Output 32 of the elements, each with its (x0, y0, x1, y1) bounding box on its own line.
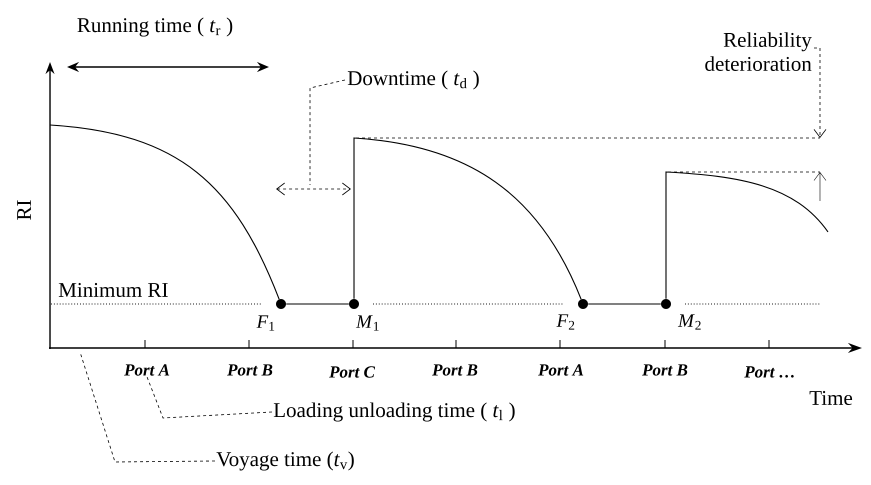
axis-label: Port B (432, 364, 478, 376)
leader-line (146, 376, 272, 418)
point-label: F$_{1}$ (256, 315, 274, 331)
leader-line (80, 352, 216, 462)
point-marker (578, 299, 588, 309)
axis-label: Port A (124, 364, 170, 376)
leader-line (310, 80, 346, 186)
callout-text: Downtime ( t$_{d}$ ) (348, 70, 479, 90)
line-label: Minimum RI (58, 282, 168, 298)
axis-label: Time (810, 390, 852, 406)
callout-text: Voyage time (t$_{v}$) (216, 451, 354, 471)
connector-line (588, 303, 661, 305)
axis-label: Port B (227, 364, 272, 376)
callout-text: Loading unloading time ( t$_{l}$ ) (274, 402, 515, 422)
axis-label: RI (17, 200, 31, 220)
connector-line (286, 303, 349, 305)
axis-label: Port … (744, 366, 794, 378)
callout-text: Running time ( t$_{r}$ ) (77, 17, 232, 37)
axis-label: Port B (642, 364, 688, 376)
point-label: M$_{2}$ (678, 314, 701, 330)
point-label: F$_{2}$ (556, 314, 574, 330)
reliability-curve (665, 171, 828, 299)
point-marker (276, 299, 286, 309)
leader-line (814, 48, 826, 138)
callout-text: Reliability deterioration (705, 32, 812, 71)
point-label: M$_{1}$ (356, 315, 379, 331)
reliability-curve (50, 124, 280, 300)
axis-label: Port C (329, 366, 376, 378)
point-marker (349, 299, 359, 309)
point-marker (661, 299, 671, 309)
axis-label: Port A (538, 364, 584, 376)
reliability-curve (353, 137, 582, 300)
